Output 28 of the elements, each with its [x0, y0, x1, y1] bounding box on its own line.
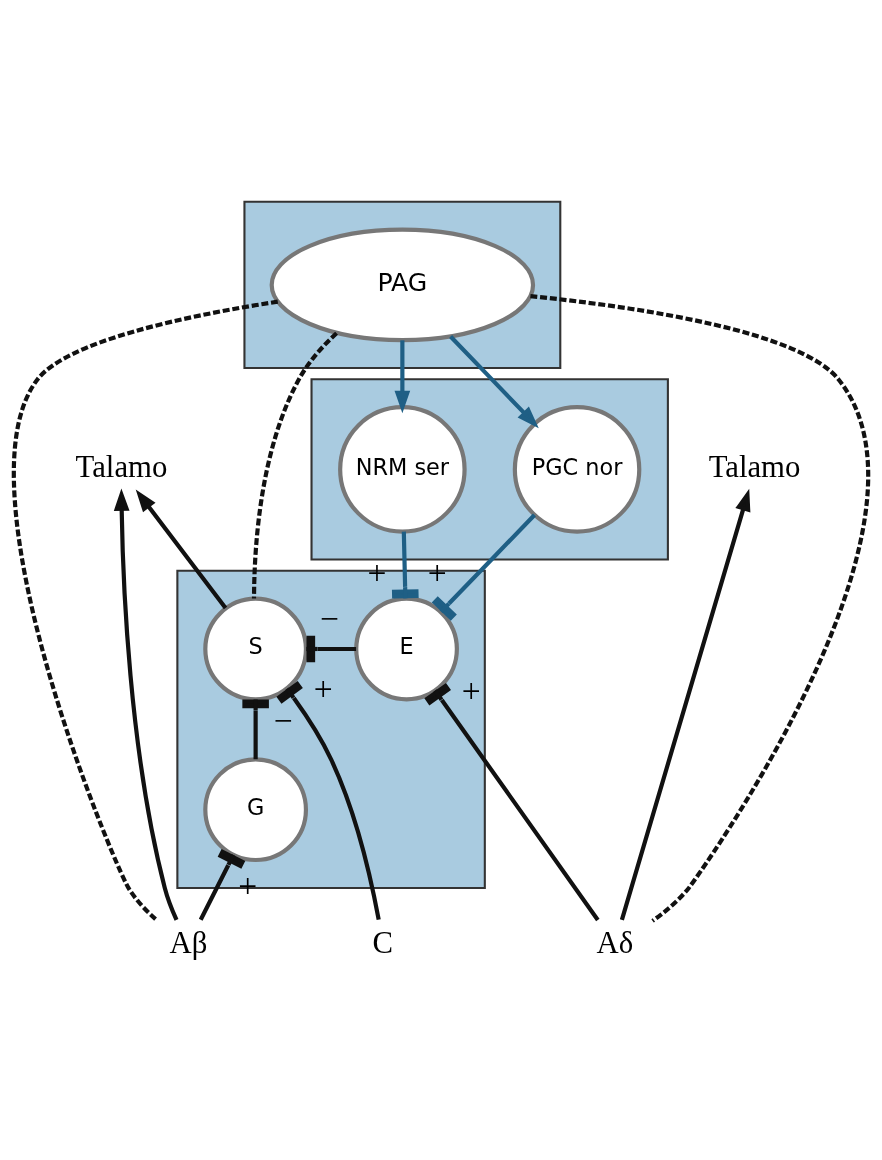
connector: [251, 331, 338, 598]
connector: [306, 635, 357, 662]
connector: [276, 680, 381, 920]
node-text: Talamo: [75, 449, 168, 484]
node-text: Talamo: [708, 449, 801, 484]
cluster: [310, 377, 669, 561]
node-circle: NRM ser: [338, 404, 467, 534]
cluster: [243, 200, 562, 369]
node-ellipse: PAG: [269, 227, 536, 342]
edge-label: +: [313, 669, 333, 707]
edge-label: −: [320, 599, 340, 637]
arrow: [113, 487, 179, 921]
arrow: [449, 334, 539, 428]
edge-label: +: [461, 671, 481, 709]
connector: [198, 848, 246, 921]
arrow: [394, 339, 411, 413]
connector: [530, 293, 870, 923]
connector: [12, 299, 279, 921]
connector: [391, 531, 419, 598]
arrow: [619, 488, 751, 920]
arrow: [135, 489, 228, 609]
node-circle: G: [203, 756, 309, 862]
node-text: Aδ: [596, 925, 634, 960]
edge-label: −: [274, 701, 293, 739]
connector: [424, 682, 600, 921]
node-text: C: [372, 925, 394, 960]
connector: [431, 513, 536, 621]
node-text: Aβ: [169, 925, 208, 960]
